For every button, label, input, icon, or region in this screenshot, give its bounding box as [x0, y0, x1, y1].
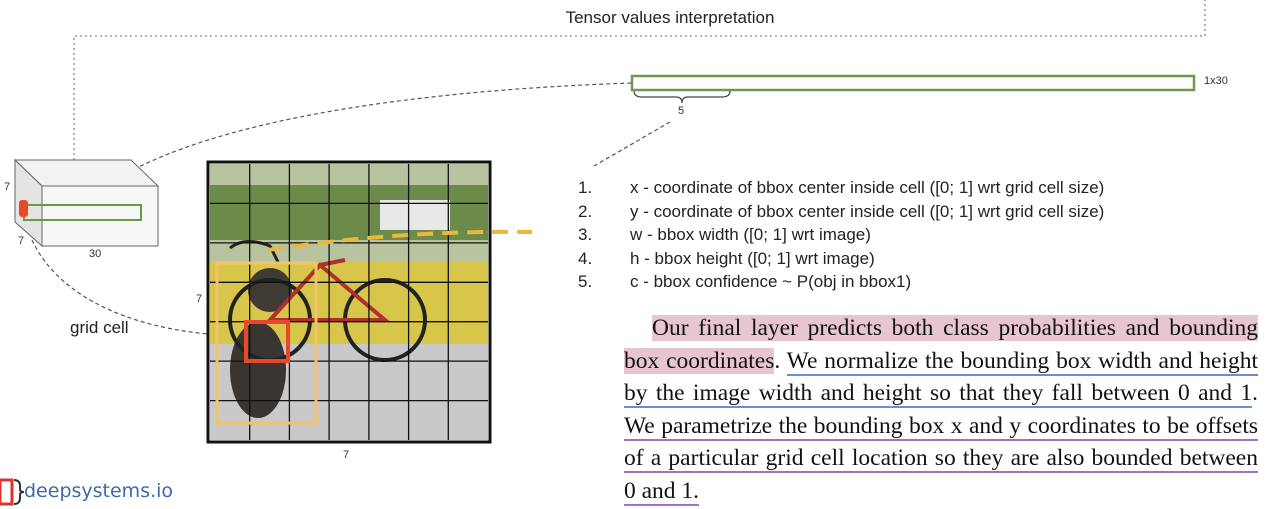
tensor-values-list: 1.x - coordinate of bbox center inside c… — [578, 176, 1104, 294]
cube-height-label: 7 — [4, 181, 11, 193]
bbox-dog — [215, 261, 318, 425]
cube-width-label: 30 — [89, 248, 102, 260]
paper-excerpt: Our final layer predicts both class prob… — [624, 315, 1259, 506]
dashed-curve-to-cell — [31, 239, 249, 337]
tensor-cube — [13, 158, 160, 248]
vector-size-label: 1x30 — [1204, 75, 1228, 87]
grid-rows-label: 7 — [196, 293, 203, 305]
grid-cols-label: 7 — [343, 449, 350, 461]
grid-cell-highlight — [244, 320, 290, 363]
logo: deepsystems.io — [0, 476, 173, 506]
logo-text: deepsystems.io — [24, 480, 174, 502]
underlined-sentence-purple: We parametrize the bounding box x and y … — [624, 412, 1258, 506]
vector-bar — [630, 74, 1196, 92]
list-item: 3.w - bbox width ([0; 1] wrt image) — [578, 225, 871, 244]
list-item: 5.c - bbox confidence ~ P(obj in bbox1) — [578, 272, 912, 291]
diagram-title: Tensor values interpretation — [565, 8, 775, 27]
grid-cell-label: grid cell — [70, 318, 129, 337]
list-item: 4.h - bbox height ([0; 1] wrt image) — [578, 248, 875, 268]
list-item: 1.x - coordinate of bbox center inside c… — [578, 178, 1105, 197]
list-item: 2.y - coordinate of bbox center inside c… — [578, 201, 1105, 221]
underlined-sentence-blue: We normalize the bounding box width and … — [624, 347, 1259, 408]
yellow-dashed-connector — [267, 229, 533, 252]
brace — [633, 90, 731, 104]
red-cell — [19, 200, 28, 217]
photo-grid — [206, 160, 492, 444]
brace-label: 5 — [678, 105, 685, 117]
dashed-line-to-list — [593, 121, 671, 167]
deepsystems-logo-icon — [0, 478, 25, 506]
cube-depth-label: 7 — [18, 235, 25, 247]
dotted-connector — [73, 0, 1206, 160]
